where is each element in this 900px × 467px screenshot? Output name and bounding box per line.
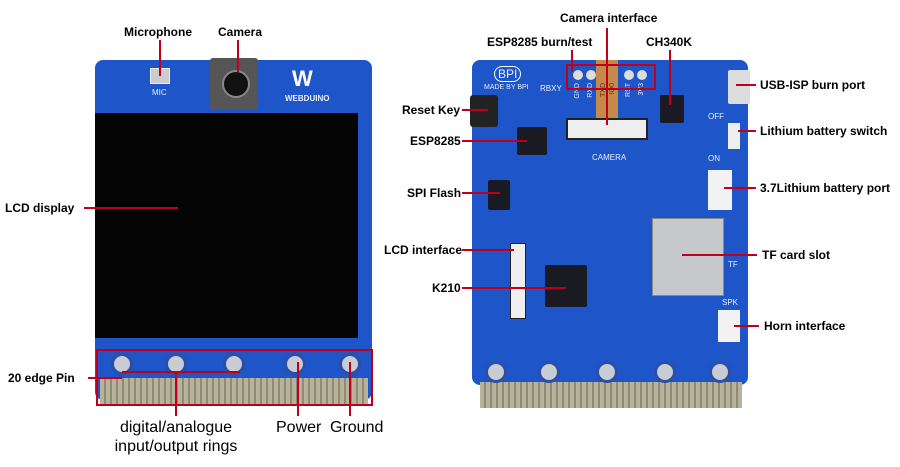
off-silk: OFF <box>708 112 724 121</box>
ch340k-chip <box>660 95 684 123</box>
edge-pin-ring <box>709 361 731 383</box>
battery-switch <box>728 123 740 149</box>
bpi-logo: BPI <box>494 66 522 82</box>
label-ground: Ground <box>330 419 384 436</box>
camera-silk: CAMERA <box>592 153 627 162</box>
esp-burn-pins <box>573 70 653 82</box>
left-gold-fingers <box>100 378 368 404</box>
label-k210: K210 <box>432 281 461 295</box>
label-microphone: Microphone <box>124 25 192 39</box>
label-camera: Camera <box>218 25 263 39</box>
tf-silk: TF <box>728 260 738 269</box>
spk-silk: SPK <box>722 298 739 307</box>
brand-silk: WEBDUINO <box>285 94 330 103</box>
made-by-silk: MADE BY BPI <box>484 84 529 91</box>
edge-pin-ring <box>654 361 676 383</box>
edge-pin-ring <box>284 353 306 375</box>
label-ch340k: CH340K <box>646 35 693 49</box>
label-horn: Horn interface <box>764 319 846 333</box>
label-esp8285: ESP8285 <box>410 134 461 148</box>
horn-port <box>718 310 740 342</box>
label-battery-switch: Lithium battery switch <box>760 124 888 138</box>
usb-port <box>728 70 750 104</box>
on-silk: ON <box>708 154 720 163</box>
camera-lens-icon <box>222 70 250 98</box>
code-silk: RBXY <box>540 84 562 93</box>
label-edge-pin: 20 edge Pin <box>8 371 75 385</box>
edge-pin-ring <box>596 361 618 383</box>
label-lcd-display: LCD display <box>5 201 75 215</box>
edge-pin-ring <box>111 353 133 375</box>
label-esp-burn: ESP8285 burn/test <box>487 35 593 49</box>
label-rings: digital/analogue input/output rings <box>100 418 252 456</box>
mic-silk: MIC <box>152 88 167 97</box>
label-power: Power <box>276 419 322 436</box>
label-lcd-interface: LCD interface <box>384 243 463 257</box>
battery-port <box>708 170 732 210</box>
k210-chip <box>545 265 587 307</box>
lcd-display <box>95 113 358 338</box>
label-rings-line1: digital/analogue <box>119 419 233 436</box>
label-camera-interface: Camera interface <box>560 11 658 25</box>
webduino-logo: W <box>292 66 313 91</box>
label-battery-port: 3.7Lithium battery port <box>760 181 891 195</box>
edge-pin-ring <box>485 361 507 383</box>
spi-flash-chip <box>488 180 510 210</box>
lcd-connector <box>510 243 526 319</box>
right-gold-fingers <box>480 382 742 408</box>
label-usb-isp: USB-ISP burn port <box>760 78 866 92</box>
label-reset-key: Reset Key <box>402 103 461 117</box>
tf-card-slot <box>652 218 724 296</box>
edge-pin-ring <box>223 353 245 375</box>
label-tf-slot: TF card slot <box>762 248 831 262</box>
edge-pin-ring <box>538 361 560 383</box>
label-rings-line2: input/output rings <box>114 438 238 455</box>
camera-module <box>210 58 258 110</box>
label-spi-flash: SPI Flash <box>407 186 462 200</box>
